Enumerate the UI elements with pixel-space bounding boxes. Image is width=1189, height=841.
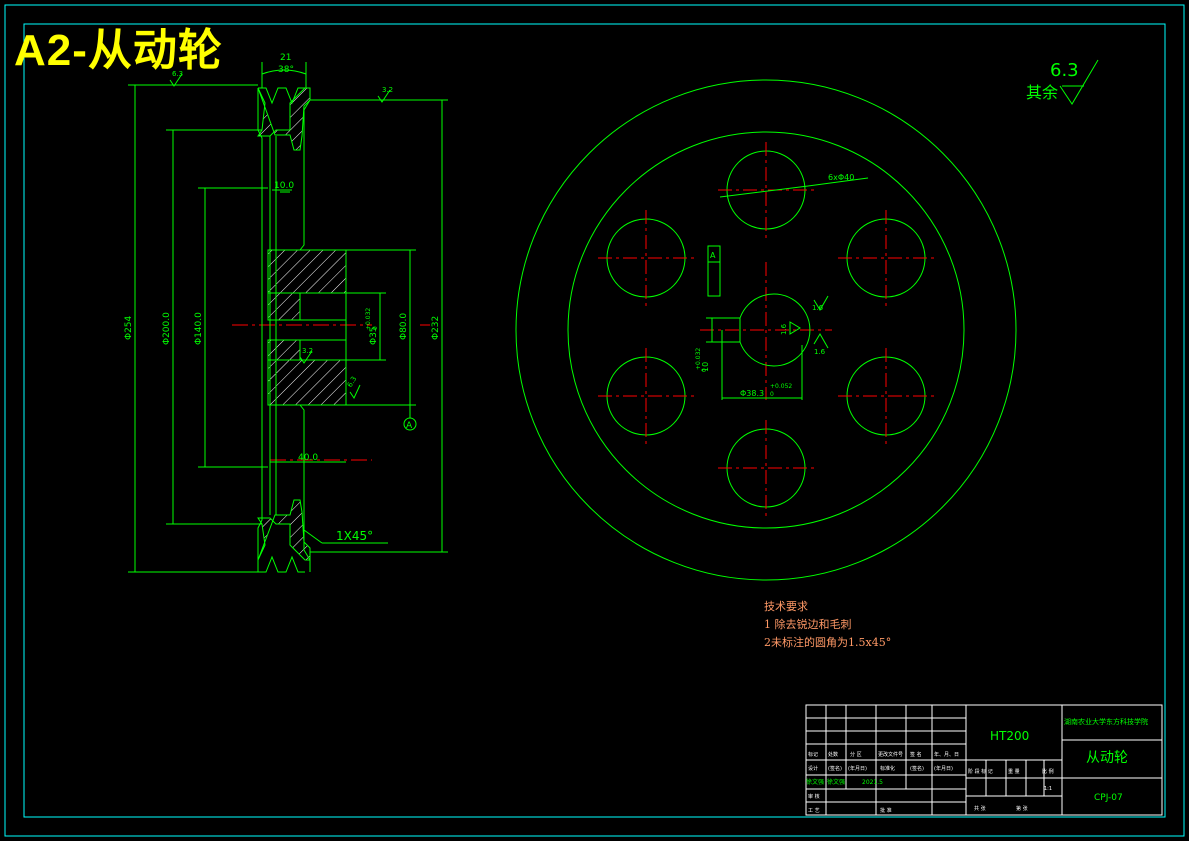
sheet-title: A2-从动轮 bbox=[14, 26, 223, 75]
tb-label: (年月日) bbox=[934, 765, 953, 772]
general-roughness-value: 6.3 bbox=[1050, 60, 1079, 81]
keyway-depth-tol-label: +0.052 bbox=[770, 383, 792, 390]
roughness-keyway-2: 1.6 bbox=[780, 323, 788, 335]
tb-label: 批 准 bbox=[880, 807, 892, 814]
tb-label: 工 艺 bbox=[808, 808, 820, 814]
tb-label: 阶 段 标 记 bbox=[968, 768, 993, 775]
hub-dia-label: Φ80.0 bbox=[399, 313, 409, 340]
roughness-top-label: 6.3 bbox=[172, 70, 183, 78]
tb-school: 湖南农业大学东方科技学院 bbox=[1064, 717, 1148, 726]
tb-label: 签 名 bbox=[910, 751, 922, 758]
tb-date: 2021.5 bbox=[862, 779, 883, 786]
groove-bottom-dia-label: Φ200.0 bbox=[162, 312, 172, 345]
tb-label: 标准化 bbox=[880, 765, 895, 772]
hub-length-label: 40.0 bbox=[298, 453, 318, 463]
outer-frame bbox=[4, 4, 1185, 837]
outer-rim-circle bbox=[515, 79, 1017, 581]
title-block bbox=[805, 704, 1163, 816]
notes-line-2: 2未标注的圆角为1.5x45° bbox=[764, 636, 892, 649]
side-section-view: 21 38° 6.3 3.2 3.2 6.3 10.0 40.0 Φ254 Φ2… bbox=[124, 53, 448, 573]
groove-depth-label: 10.0 bbox=[274, 181, 294, 191]
tb-part-name: 从动轮 bbox=[1086, 750, 1128, 766]
roughness-keyway-3: 1.6 bbox=[814, 348, 826, 356]
tb-label: 设计 bbox=[808, 765, 818, 772]
holes-callout: 6xΦ40 bbox=[828, 173, 854, 182]
hub-section bbox=[267, 249, 347, 321]
datum-frame bbox=[707, 245, 721, 297]
bore-tol-label: +0.032 bbox=[365, 308, 372, 330]
tb-label: 标记 bbox=[808, 751, 818, 758]
tb-label: (签名) bbox=[910, 765, 924, 772]
roughness-flange-label: 3.2 bbox=[382, 86, 393, 94]
tb-checker: 徐文强 bbox=[827, 778, 845, 786]
datum-frame-label: A bbox=[710, 251, 716, 260]
tb-scale: 1:1 bbox=[1044, 786, 1052, 792]
front-view: 6xΦ40 A 10 +0.032 0 Φ38.3 +0.052 0 1.6 1… bbox=[515, 79, 1017, 581]
pitch-dia-label: Φ232 bbox=[431, 316, 441, 340]
roughness-keyway-1: 1.6 bbox=[812, 304, 824, 312]
bore-keyway bbox=[739, 293, 811, 367]
keyway-tol-label: +0.032 bbox=[695, 348, 702, 370]
general-roughness: 6.3 其余 bbox=[1026, 59, 1099, 105]
groove-angle-label: 38° bbox=[278, 65, 294, 75]
tb-designer: 徐文强 bbox=[806, 778, 824, 786]
tb-label: 分 区 bbox=[850, 751, 862, 758]
roughness-bore-label: 3.2 bbox=[302, 347, 313, 355]
chamfer-label: 1X45° bbox=[336, 529, 373, 543]
bore-dia-label: Φ35 bbox=[369, 326, 379, 345]
tb-material: HT200 bbox=[990, 729, 1029, 743]
bore-tol-low-label: 0 bbox=[372, 326, 379, 330]
keyway-depth-tol-low-label: 0 bbox=[770, 391, 774, 398]
datum-marker-side bbox=[403, 417, 417, 431]
tb-label: 第 张 bbox=[1016, 805, 1028, 812]
tb-label: (签名) bbox=[828, 765, 842, 772]
tb-label: 重 量 bbox=[1008, 768, 1020, 775]
keyway-depth-label: Φ38.3 bbox=[740, 389, 764, 398]
tb-label: 更改文件号 bbox=[878, 751, 903, 758]
keyway-width-label: 10 bbox=[701, 362, 710, 372]
rim-section-top bbox=[257, 87, 311, 151]
tb-label: 处数 bbox=[828, 751, 838, 758]
notes-line-1: 1 除去锐边和毛刺 bbox=[764, 618, 852, 631]
web-dia-label: Φ140.0 bbox=[194, 312, 204, 345]
rim-section-bottom bbox=[257, 499, 311, 561]
outer-dia-label: Φ254 bbox=[124, 315, 134, 340]
tb-label: 审 核 bbox=[808, 793, 820, 800]
groove-width-label: 21 bbox=[280, 53, 291, 63]
general-roughness-label: 其余 bbox=[1026, 83, 1058, 102]
keyway-tol-low-label: 0 bbox=[701, 368, 708, 372]
notes-heading: 技术要求 bbox=[764, 600, 808, 613]
datum-label-side: A bbox=[406, 421, 413, 431]
inner-rim-circle bbox=[567, 131, 965, 529]
tb-label: 年、月、日 bbox=[934, 751, 959, 758]
inner-frame bbox=[23, 23, 1166, 818]
technical-requirements: 技术要求 1 除去锐边和毛刺 2未标注的圆角为1.5x45° bbox=[764, 598, 891, 652]
tb-label: 共 张 bbox=[974, 805, 986, 812]
roughness-hub-label: 6.3 bbox=[346, 375, 358, 389]
tb-label: (年月日) bbox=[848, 765, 867, 772]
tb-drawing-no: CPJ-07 bbox=[1094, 793, 1123, 803]
tb-label: 比 例 bbox=[1042, 768, 1054, 775]
